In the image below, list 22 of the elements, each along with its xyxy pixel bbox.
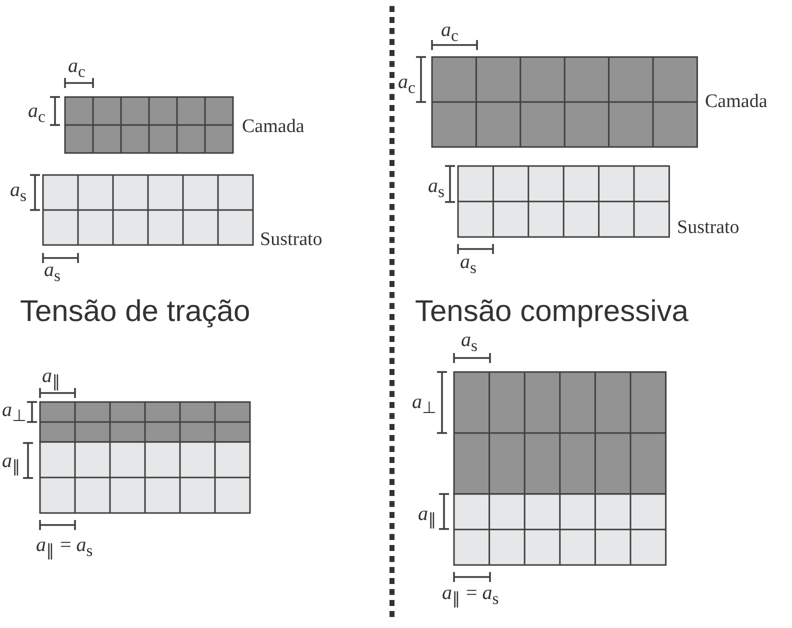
- lattice-parameter-label: a$_{∥}$ = a$_{s}$: [36, 535, 93, 560]
- lattice-parameter-label: a$_{c}$: [68, 56, 86, 81]
- lattice-parameter-label: a$_{c}$: [441, 20, 458, 45]
- layer-label: Sustrato: [260, 230, 322, 249]
- lattice-parameter-label: a$_{s}$: [460, 252, 476, 277]
- lattice-parameter-label: a$_{∥}$ = a$_{s}$: [442, 583, 499, 608]
- lattice-parameter-label: a$_{s}$: [461, 330, 478, 355]
- layer-label: Camada: [242, 117, 304, 136]
- lattice-parameter-label: a$_{∥}$: [2, 451, 21, 476]
- heading: Tensão de tração: [20, 297, 250, 327]
- lattice-parameter-label: a$_{s}$: [10, 180, 26, 205]
- layer-label: Camada: [705, 92, 768, 111]
- lattice-parameter-label: a$_{⊥}$: [412, 392, 437, 417]
- lattice-parameter-label: a$_{⊥}$: [2, 400, 27, 425]
- lattice-parameter-label: a$_{s}$: [428, 176, 444, 201]
- lattice-parameter-label: a$_{∥}$: [42, 366, 61, 391]
- lattice-parameter-label: a$_{∥}$: [418, 504, 437, 529]
- heading: Tensão compressiva: [415, 297, 688, 327]
- lattice-parameter-label: a$_{s}$: [44, 260, 60, 285]
- lattice-parameter-label: a$_{c}$: [28, 101, 46, 126]
- layer-label: Sustrato: [677, 218, 740, 237]
- lattice-parameter-label: a$_{c}$: [398, 72, 416, 97]
